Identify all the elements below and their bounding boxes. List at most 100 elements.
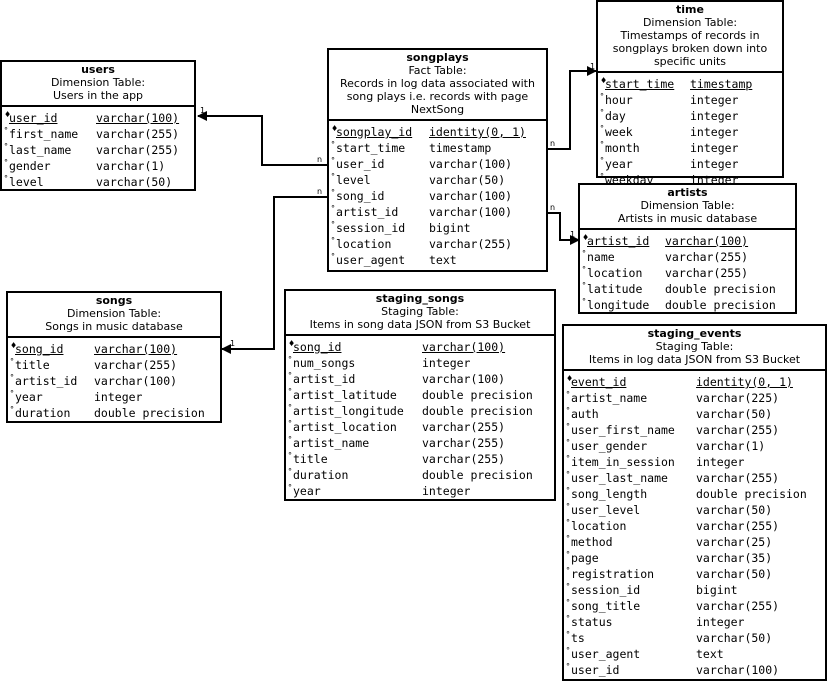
- column-icon: °: [566, 502, 570, 511]
- column-type: double precision: [422, 404, 533, 418]
- column-name: session_id: [336, 221, 406, 235]
- table-kind: Dimension Table:: [50, 76, 146, 89]
- column-type: varchar(255): [429, 237, 513, 251]
- column-icon: °: [566, 390, 570, 399]
- column-type: double precision: [422, 468, 533, 482]
- column-type: varchar(255): [94, 358, 178, 372]
- column-type: timestamp: [690, 77, 753, 91]
- column-icon: °: [331, 252, 335, 261]
- table-description: Records in log data associated with song…: [340, 77, 535, 116]
- column-name: user_agent: [336, 253, 406, 267]
- column-type: text: [429, 253, 457, 267]
- column-icon: °: [4, 142, 8, 151]
- column-type: varchar(100): [96, 111, 180, 125]
- column-icon: °: [331, 220, 335, 229]
- column-name: song_id: [15, 342, 64, 356]
- column-type: varchar(100): [665, 234, 749, 248]
- column-icon: °: [566, 550, 570, 559]
- key-icon: ♦: [582, 233, 590, 242]
- column-name: page: [571, 551, 599, 565]
- column-type: identity(0, 1): [429, 125, 526, 139]
- link-songplays-time: [548, 66, 597, 150]
- column-name: event_id: [571, 375, 627, 389]
- column-name: hour: [605, 93, 633, 107]
- link-songplays-users: [197, 111, 329, 166]
- column-type: varchar(50): [696, 503, 773, 517]
- column-type: varchar(255): [665, 266, 749, 280]
- table-name: songs: [95, 294, 133, 307]
- column-row[interactable]: °user_agent text: [329, 252, 546, 268]
- column-icon: °: [10, 357, 14, 366]
- column-type: integer: [422, 484, 471, 498]
- column-icon: °: [288, 483, 292, 492]
- column-icon: °: [331, 236, 335, 245]
